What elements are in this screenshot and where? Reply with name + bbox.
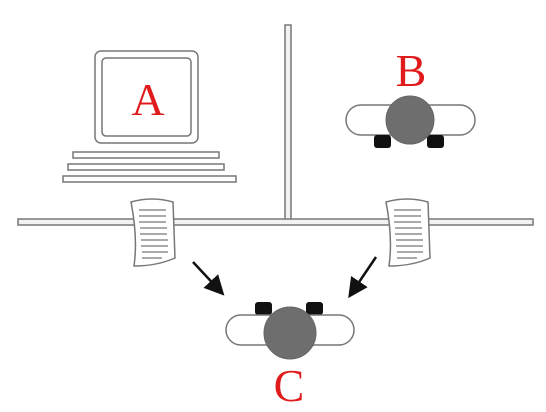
keyboard-line-2 <box>67 163 225 171</box>
walls <box>17 24 534 226</box>
keyboard-line-1 <box>72 151 220 159</box>
paper-sheet-right <box>385 198 431 267</box>
person-c <box>225 302 355 360</box>
person-b-right-shoe <box>427 135 444 148</box>
computer-icon <box>62 50 237 183</box>
monitor-screen <box>101 57 192 137</box>
keyboard-line-3 <box>62 175 237 183</box>
arrow-right <box>348 256 378 299</box>
person-b <box>345 95 476 148</box>
arrow-left <box>192 261 225 296</box>
vertical-wall <box>284 24 292 224</box>
person-b-left-shoe <box>374 135 391 148</box>
person-c-head <box>263 306 317 360</box>
person-b-head <box>385 95 435 145</box>
person-c-left-shoe <box>255 302 272 315</box>
paper-sheet-left <box>130 198 176 267</box>
label-b: B <box>396 45 427 96</box>
label-a: A <box>131 74 164 125</box>
label-c: C <box>274 360 305 411</box>
paper-lines-right <box>394 209 423 259</box>
person-c-right-shoe <box>306 302 323 315</box>
paper-sheet-icon <box>130 198 176 267</box>
paper-lines-left <box>139 209 168 259</box>
horizontal-wall <box>17 218 534 226</box>
paper-sheet-icon <box>385 198 431 267</box>
